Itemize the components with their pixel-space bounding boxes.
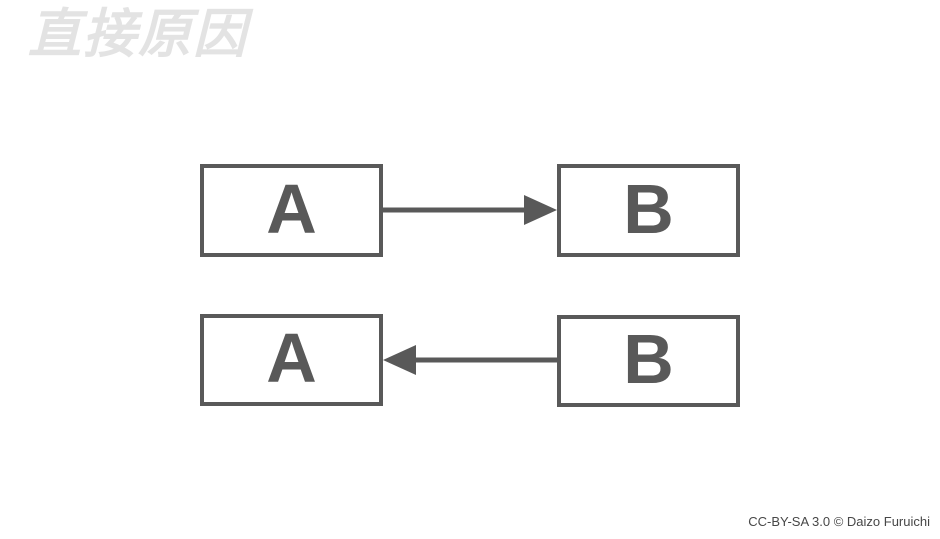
node-label-b: B — [623, 320, 674, 398]
node-box-a-row1: A — [200, 164, 383, 257]
node-box-a-row2: A — [200, 314, 383, 406]
license-credit: CC-BY-SA 3.0 © Daizo Furuichi — [748, 514, 930, 529]
node-label-a: A — [266, 169, 317, 248]
node-label-b: B — [623, 169, 674, 248]
arrow-left-icon — [383, 345, 557, 375]
node-label-a: A — [266, 319, 317, 397]
slide-title: 直接原因 — [28, 5, 248, 64]
node-box-b-row2: B — [557, 315, 740, 407]
arrow-right-icon — [383, 195, 557, 225]
node-box-b-row1: B — [557, 164, 740, 257]
